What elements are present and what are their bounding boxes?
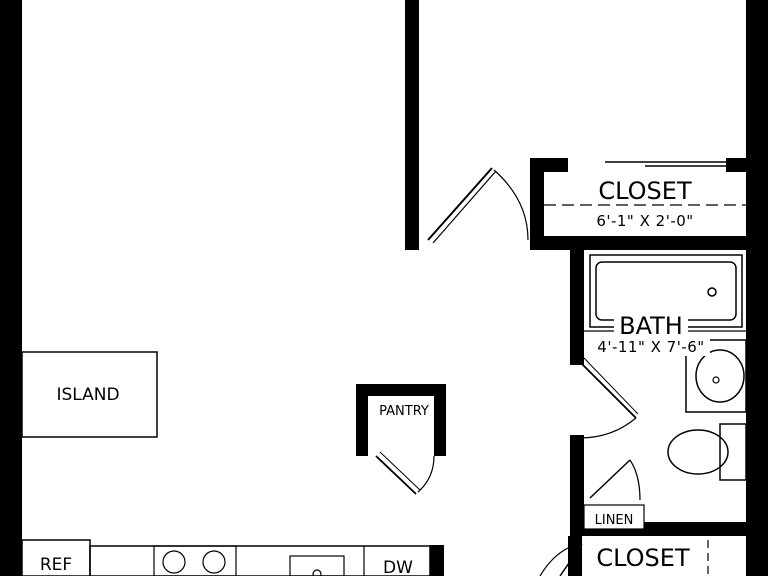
closet-top-dimensions: 6'-1" X 2'-0" [596,212,693,230]
kitchen-island [21,351,158,438]
bath-door [579,357,639,439]
bedroom-wall [405,0,419,250]
right-exterior-wall-upper [746,0,768,160]
bedroom-door [427,167,529,244]
bath-sink [685,339,747,413]
closet-top [530,158,768,250]
ref-label: REF [40,555,72,575]
bath-label: BATH [619,312,683,340]
left-exterior-wall [0,0,22,576]
linen-closet [583,459,645,530]
closet-top-label: CLOSET [598,177,692,205]
bath-dimensions: 4'-11" X 7'-6" [597,338,704,356]
linen-label: LINEN [595,513,634,528]
toilet [667,423,747,481]
closet-bottom-label: CLOSET [596,544,690,572]
dw-label: DW [383,558,413,576]
pantry-label: PANTRY [379,404,429,419]
closet-bottom [539,536,768,576]
pantry [356,384,446,495]
kitchen-counter [21,539,444,576]
island-label: ISLAND [56,385,119,405]
